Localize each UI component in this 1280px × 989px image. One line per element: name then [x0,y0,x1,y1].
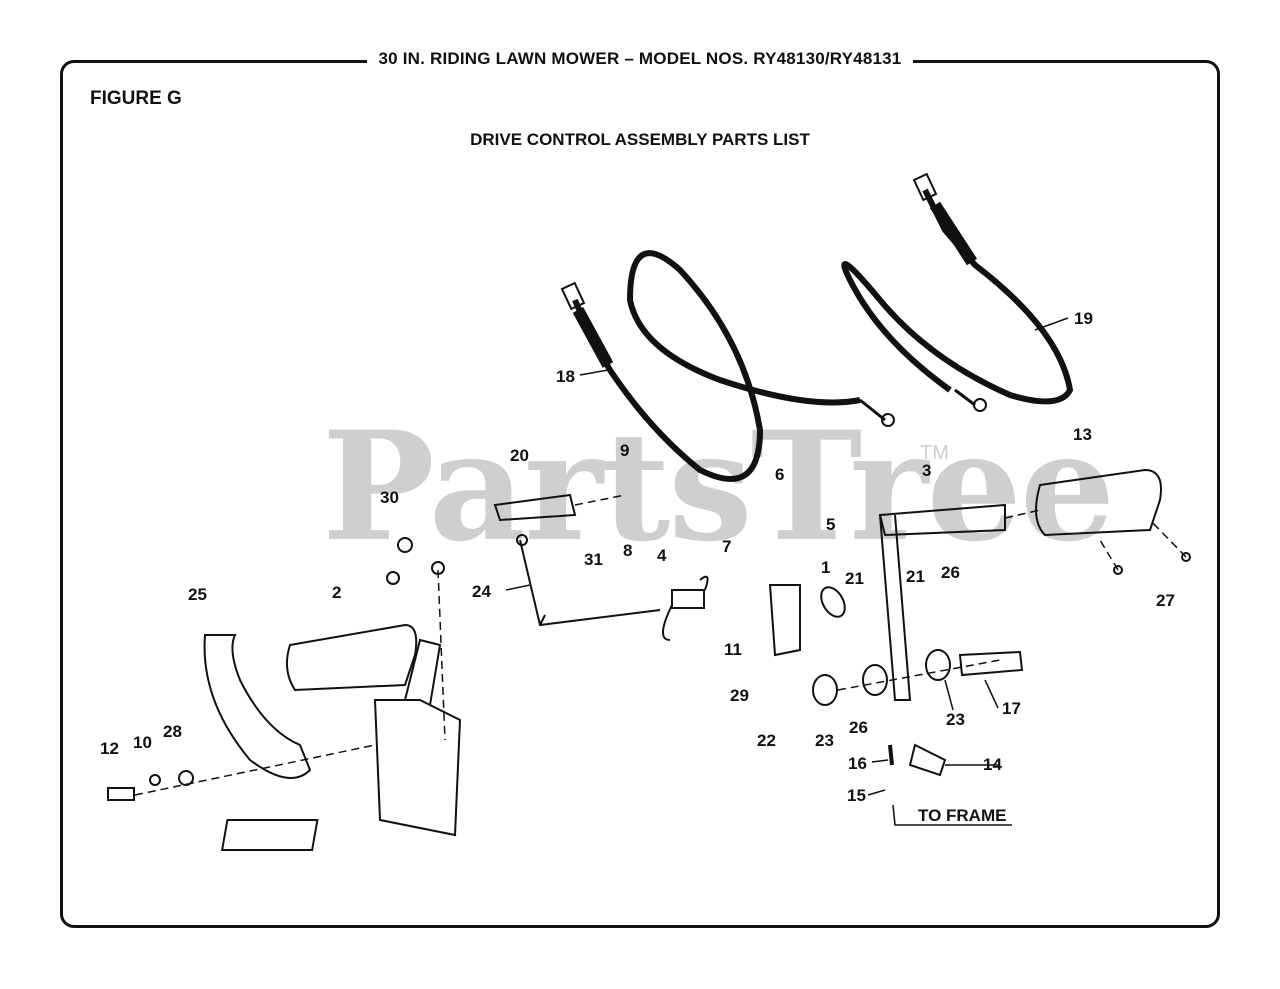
callout-24: 24 [472,582,491,601]
callout-2: 2 [332,583,341,602]
callout-4: 4 [657,546,667,565]
watermark-tm: TM [920,442,949,464]
cable-18 [560,250,895,482]
callout-1: 1 [821,558,830,577]
callout-18: 18 [556,367,575,386]
callout-23b: 23 [946,710,965,729]
callout-11: 11 [724,640,742,659]
grip-13 [1035,468,1162,537]
callout-17: 17 [1002,699,1021,718]
callout-31: 31 [584,550,603,569]
bracket-29 [768,584,801,657]
callout-9: 9 [620,441,629,460]
callout-14: 14 [983,755,1002,774]
callout-29: 29 [730,686,749,705]
bolt-12 [107,787,135,801]
callout-10: 10 [133,733,152,752]
rod-24 [519,539,661,627]
callout-19: 19 [1074,309,1093,328]
callout-5: 5 [826,515,835,534]
diagram-subtitle: DRIVE CONTROL ASSEMBLY PARTS LIST [470,130,810,149]
callout-6: 6 [775,465,784,484]
callout-21a: 21 [845,569,864,588]
part-14 [908,743,947,777]
pedal-bracket [373,699,462,837]
callout-25: 25 [188,585,207,604]
screw-30 [397,537,413,553]
callout-23a: 23 [815,731,834,750]
leader-lines [505,317,1069,826]
callout-20: 20 [510,446,529,465]
page-title: 30 IN. RIDING LAWN MOWER – MODEL NOS. RY… [366,49,914,68]
lever-3 [878,503,1006,537]
callout-16: 16 [848,754,867,773]
bracket-20 [493,493,577,522]
pin-17 [958,650,1024,677]
callout-3: 3 [922,461,931,480]
bolt-16 [888,744,894,766]
callout-30: 30 [380,488,399,507]
callout-22: 22 [757,731,776,750]
washer-10 [149,774,161,786]
assembly-lines [134,494,1187,796]
cable-19 [841,172,1074,412]
callout-15: 15 [847,786,866,805]
figure-label: FIGURE G [90,88,182,109]
callout-26b: 26 [849,718,868,737]
washer-28 [178,770,194,786]
callout-27: 27 [1156,591,1175,610]
grip-2 [285,623,418,692]
callout-21b: 21 [906,567,925,586]
callout-26a: 26 [941,563,960,582]
cylinder-1 [820,586,846,618]
callout-13: 13 [1073,425,1092,444]
pedal-25 [203,634,312,779]
callout-labels: 1 2 3 4 5 6 7 8 9 10 11 12 13 14 15 16 1… [100,309,1175,825]
callout-7: 7 [722,537,731,556]
callout-12: 12 [100,739,119,758]
screw-27 [1113,565,1123,575]
parts-drawing [107,172,1191,851]
callout-8: 8 [623,541,632,560]
bushing-23 [862,664,888,696]
watermark: PartsTree [322,399,1115,575]
spring-4 [671,589,705,609]
page-header: 30 IN. RIDING LAWN MOWER – MODEL NOS. RY… [0,49,1280,69]
to-frame-label: TO FRAME [918,806,1006,825]
callout-28: 28 [163,722,182,741]
